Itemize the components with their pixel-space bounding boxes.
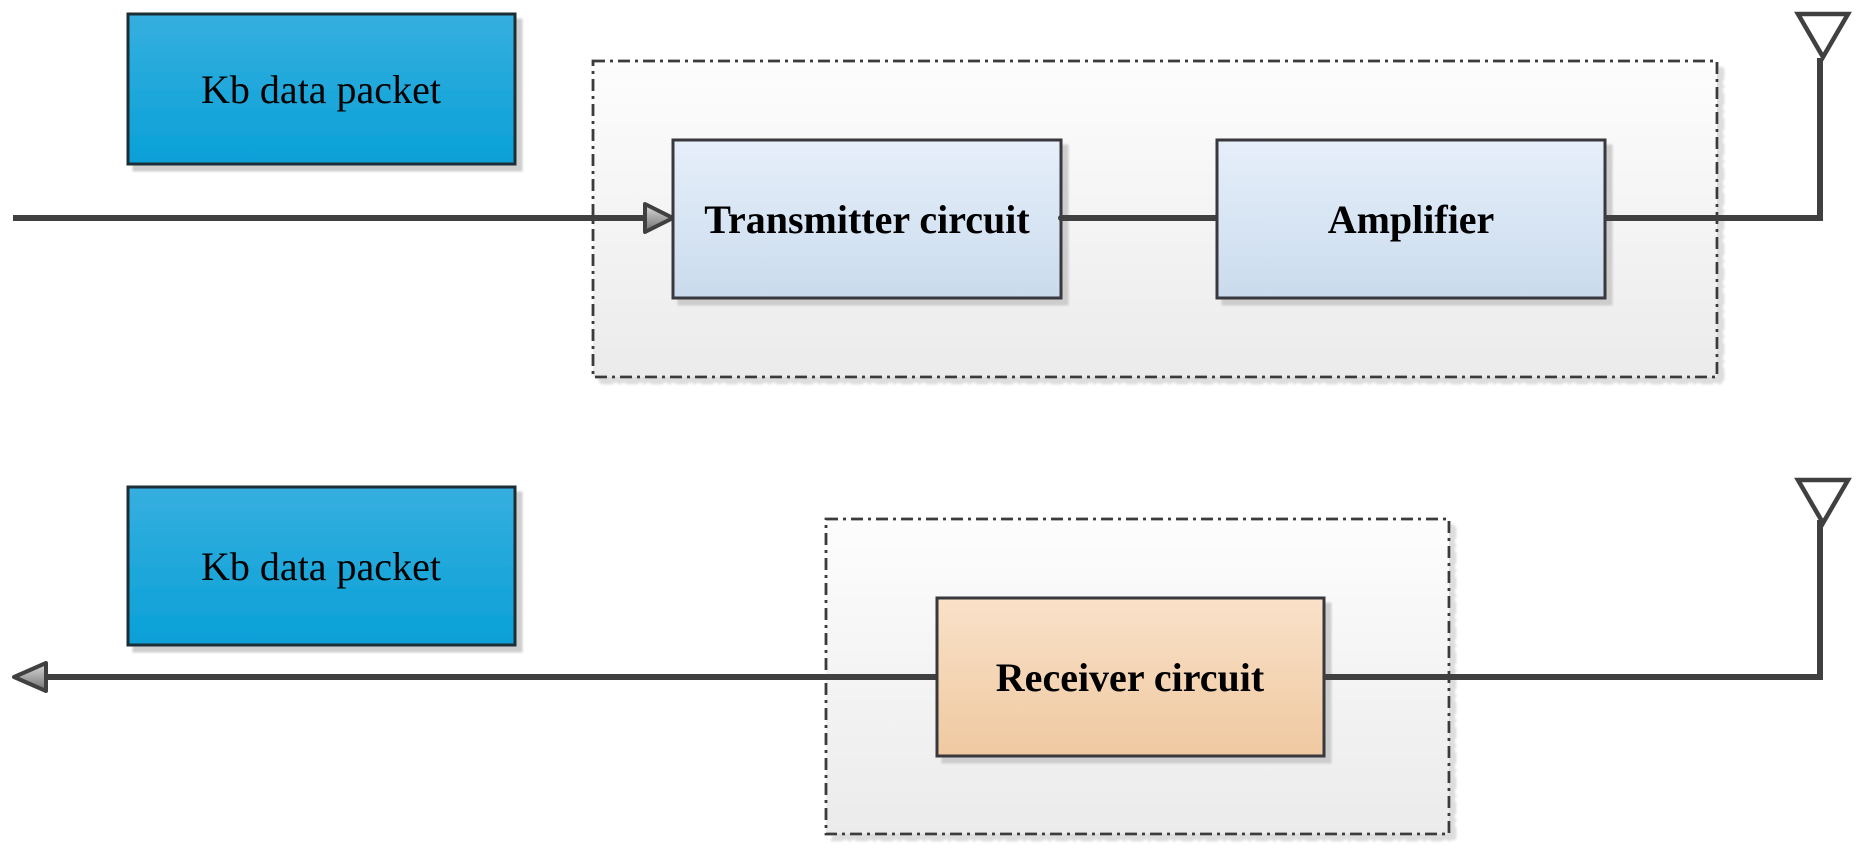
arrowhead-left-icon (12, 661, 48, 693)
amplifier-label: Amplifier (1328, 197, 1495, 242)
receiver-label: Receiver circuit (996, 655, 1265, 700)
rx-kb-data-packet-label: Kb data packet (201, 544, 441, 589)
receive-chain: Kb data packet Receiver circuit (12, 477, 1852, 836)
receiver-box (935, 596, 1326, 758)
transmit-chain: Kb data packet Transmitter circuit Ampli… (13, 11, 1852, 379)
transmitter-node: Transmitter circuit (671, 138, 1063, 300)
amplifier-node: Amplifier (1215, 138, 1607, 300)
antenna-icon (1794, 11, 1852, 62)
antenna-to-receiver-wire (1324, 520, 1823, 680)
amplifier-to-antenna-wire (1605, 58, 1823, 221)
antenna-icon (1794, 477, 1852, 528)
tx-kb-data-packet-box (126, 12, 517, 166)
receiver-node: Receiver circuit (935, 596, 1326, 758)
tx-kb-data-packet-node: Kb data packet (126, 12, 517, 166)
transmitter-box (671, 138, 1063, 300)
rx-kb-data-packet-box (126, 485, 517, 647)
rx-kb-data-packet-node: Kb data packet (126, 485, 517, 647)
transmitter-label: Transmitter circuit (704, 197, 1030, 242)
arrowhead-right-icon (643, 202, 675, 234)
tx-kb-data-packet-label: Kb data packet (201, 67, 441, 112)
